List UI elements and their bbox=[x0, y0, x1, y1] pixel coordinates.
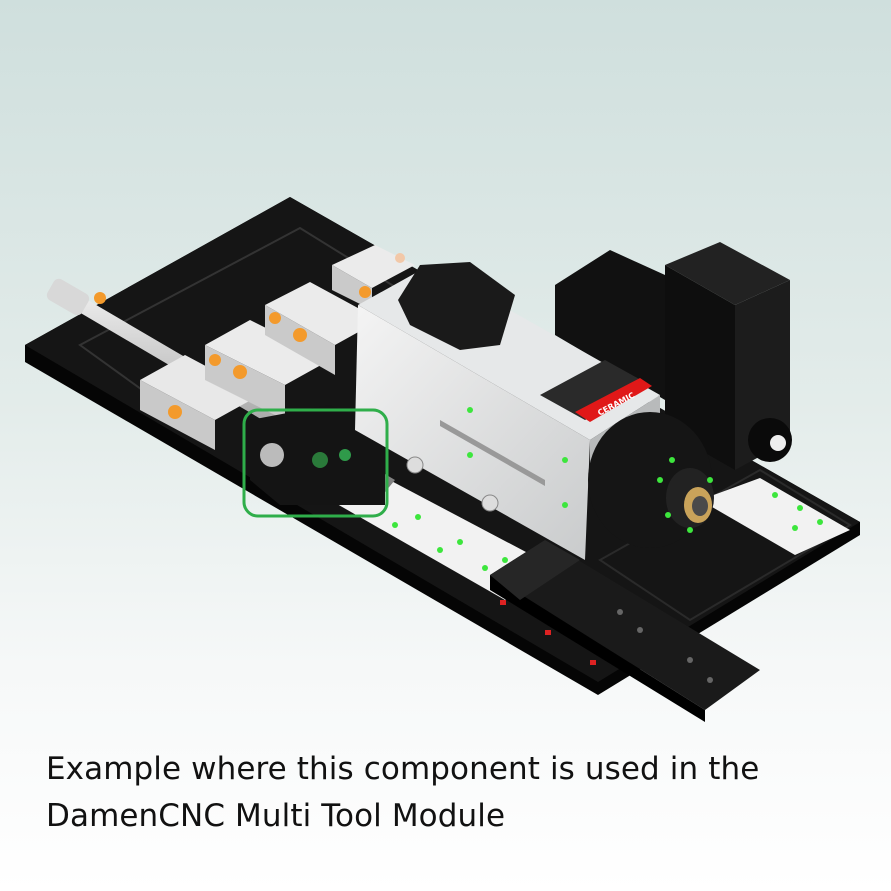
valve-block-row bbox=[140, 245, 415, 450]
highlighted-component bbox=[250, 405, 385, 505]
slide-carriage bbox=[490, 540, 760, 722]
multi-tool-module-render: CERAMIC bbox=[25, 197, 860, 722]
servo-motor bbox=[555, 242, 792, 470]
spindle: CERAMIC bbox=[355, 262, 714, 560]
caption: Example where this component is used in … bbox=[46, 746, 759, 840]
rail-right bbox=[700, 478, 850, 555]
caption-line-1: Example where this component is used in … bbox=[46, 751, 760, 787]
component-highlight-box bbox=[242, 408, 389, 518]
caption-line-2: DamenCNC Multi Tool Module bbox=[46, 798, 506, 834]
